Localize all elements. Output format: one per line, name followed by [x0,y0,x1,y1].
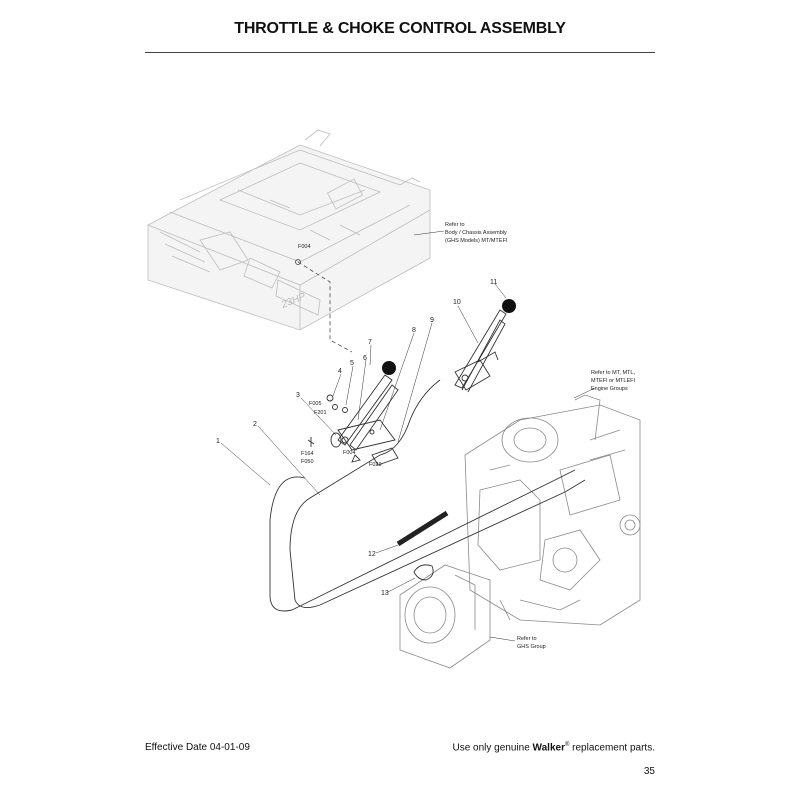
callout-5: 5 [350,360,354,367]
callout-4: 4 [338,368,342,375]
callout-8: 8 [412,327,416,334]
callout-11: 11 [490,279,497,286]
reference-body-chassis: Refer to Body / Chassis Assembly (GHS Mo… [445,222,508,244]
hardware-label: F004 [343,450,356,456]
title-rule [145,52,655,53]
leader-lines [220,230,596,642]
cable-sleeve-part-12 [396,510,449,547]
callout-7: 7 [368,339,372,346]
svg-text:Refer to MT, MTL,: Refer to MT, MTL, [591,370,635,376]
hardware-label: F050 [301,459,314,465]
svg-text:MTEFI or MTLEFI: MTEFI or MTLEFI [591,378,635,384]
hardware-label: F164 [301,451,314,457]
svg-text:(GHS Models) MT/MTEFI: (GHS Models) MT/MTEFI [445,238,508,244]
callout-2: 2 [253,421,257,428]
engine-illustration [464,394,641,626]
callout-12: 12 [368,551,376,558]
page-title: THROTTLE & CHOKE CONTROL ASSEMBLY [234,20,566,37]
upper-lever-assembly [454,309,507,393]
callout-6: 6 [363,355,367,362]
callout-1: 1 [216,438,220,445]
callout-3: 3 [296,392,300,399]
footer-disclaimer: Use only genuine Walker® replacement par… [452,742,655,754]
hardware-label: F029 [369,462,382,468]
hardware-label: F005 [309,401,322,407]
choke-knob [382,361,396,375]
svg-text:Body / Chassis Assembly: Body / Chassis Assembly [445,230,507,236]
svg-text:Engine Groups: Engine Groups [591,386,628,392]
svg-text:Refer to: Refer to [445,222,465,228]
effective-date: Effective Date 04-01-09 [145,742,250,753]
ghs-housing-illustration [399,564,491,669]
svg-text:GHS Group: GHS Group [517,644,546,650]
reference-engine-groups: Refer to MT, MTL, MTEFI or MTLEFI Engine… [591,370,635,392]
hardware-label: F004 [298,244,311,250]
callout-10: 10 [453,299,461,306]
body-chassis-illustration: 23HP [147,129,431,331]
page-number: 35 [643,766,655,777]
hardware-label: F201 [314,410,327,416]
callout-13: 13 [381,590,389,597]
svg-text:Refer to: Refer to [517,636,537,642]
reference-ghs-group: Refer to GHS Group [517,636,546,650]
lever-bracket-assembly [307,374,399,466]
throttle-knob [502,299,516,313]
callout-9: 9 [430,317,434,324]
throttle-cables [269,379,586,612]
